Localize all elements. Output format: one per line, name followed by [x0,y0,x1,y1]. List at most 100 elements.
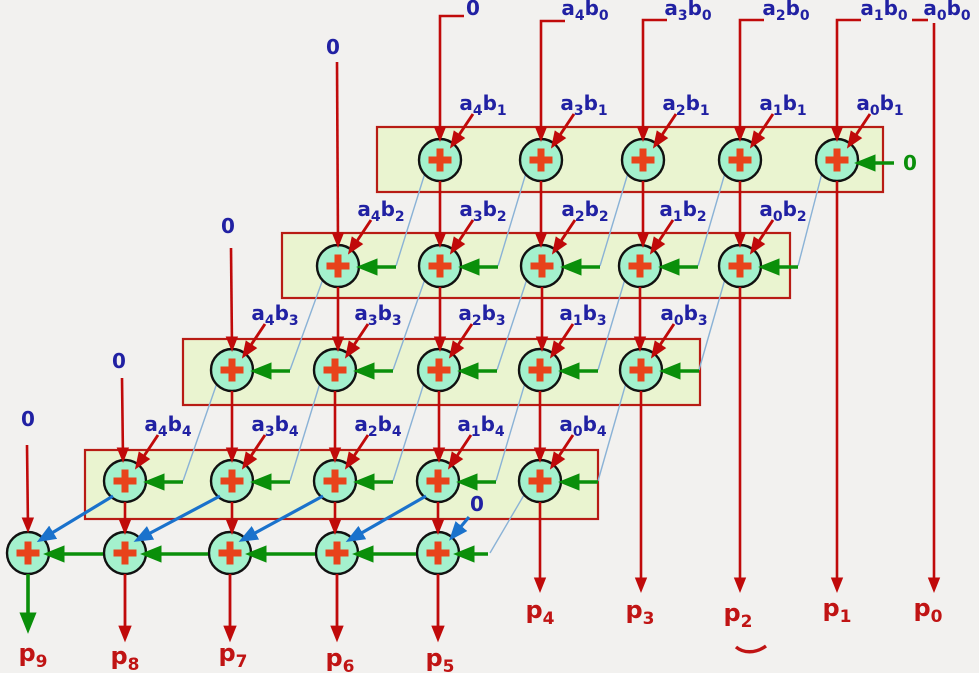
plus-icon [113,469,137,493]
output-label: p5 [425,644,454,673]
partial-product-arrow [549,323,575,359]
top-input-label: a4b0 [561,0,609,24]
partial-product-arrow [344,434,370,470]
partial-product-label: a1b1 [759,91,806,119]
partial-product-label: a2b3 [458,301,505,329]
sum-diagonal-line [489,494,525,554]
plus-icon [323,469,347,493]
partial-product-label: a0b2 [759,197,806,225]
top-input-label: 0 [466,0,480,20]
final-carry-in-arrow [449,515,471,541]
b0-input-arrow [830,18,861,142]
sum-diagonal-line [797,172,823,267]
partial-product-label: a3b1 [560,91,607,119]
b0-input-arrow [534,19,565,142]
zero-input-arrow [116,377,130,463]
partial-product-arrow [449,113,475,149]
zero-label: 0 [112,349,126,373]
output-label: p1 [822,594,851,627]
partial-product-label: a4b3 [251,301,298,329]
output-label: p2 [723,599,752,632]
carry-out-arrow [345,494,427,543]
top-input-label: a3b0 [664,0,712,24]
partial-product-label: a3b2 [459,197,506,225]
partial-product-label: a4b1 [459,91,506,119]
zero-label: 0 [21,407,35,431]
partial-product-label: a1b3 [559,301,606,329]
output-label: p7 [218,639,247,672]
plus-icon [220,469,244,493]
partial-product-label: a4b4 [144,412,192,440]
partial-product-arrow [134,434,160,470]
plus-icon [728,148,752,172]
zero-input-arrow [21,444,35,533]
plus-icon [323,358,347,382]
zero-label-green: 0 [903,151,917,175]
sum-diagonal-line [599,172,629,267]
zero-input-arrow [225,247,239,352]
plus-icon [528,469,552,493]
partial-product-arrow [551,219,577,255]
output-label: p6 [325,644,354,673]
partial-product-label: a0b1 [856,91,903,119]
carry-out-arrow [238,494,324,542]
partial-product-label: a2b4 [354,412,402,440]
plus-icon [326,254,350,278]
sum-diagonal-line [597,278,626,371]
output-label: p9 [18,639,47,672]
plus-icon [529,148,553,172]
partial-product-label: a0b4 [559,412,607,440]
plus-icon [631,148,655,172]
partial-product-arrow [550,113,576,149]
plus-icon [427,358,451,382]
plus-icon [628,254,652,278]
partial-product-arrow [549,434,575,470]
partial-product-arrow [447,434,473,470]
plus-icon [218,541,242,565]
plus-icon [325,541,349,565]
sum-diagonal-line [597,382,627,482]
plus-icon [113,541,137,565]
partial-product-arrow [650,323,676,359]
partial-product-arrow [649,219,675,255]
partial-product-label: a4b2 [357,197,404,225]
partial-product-label: a2b1 [662,91,709,119]
carry-out-arrow [133,494,221,542]
partial-product-arrow [347,219,373,255]
partial-product-arrow [449,219,475,255]
plus-icon [825,148,849,172]
sum-diagonal-line [495,382,526,482]
partial-product-arrow [241,323,267,359]
sum-diagonal-line [697,172,726,267]
plus-icon [629,358,653,382]
partial-product-label: a3b4 [251,412,299,440]
plus-icon [428,148,452,172]
sum-diagonal-line [182,382,218,482]
zero-label: 0 [326,35,340,59]
partial-product-label: a1b4 [457,412,505,440]
zero-label-final-carry: 0 [470,492,484,516]
partial-product-arrow [749,113,775,149]
partial-product-label: a1b2 [659,197,706,225]
zero-label: 0 [221,214,235,238]
sum-diagonal-line [395,172,426,267]
plus-icon [426,541,450,565]
sum-diagonal-line [698,278,726,371]
zero-input-arrow [331,61,345,248]
partial-product-arrow [846,113,872,149]
partial-product-arrow [344,323,370,359]
plus-icon [16,541,40,565]
sum-diagonal-line [496,278,528,371]
b0-input-arrow [433,14,464,142]
output-label: p3 [625,596,654,629]
partial-product-label: a2b2 [561,197,608,225]
top-input-label: a2b0 [762,0,810,24]
output-label: p0 [913,594,942,627]
output-label: p4 [525,596,554,629]
sum-diagonal-line [289,382,321,482]
carry-out-arrow [36,494,114,543]
partial-product-label: a0b3 [660,301,707,329]
sum-diagonal-line [289,278,324,371]
top-input-label: a0b0 [923,0,971,24]
